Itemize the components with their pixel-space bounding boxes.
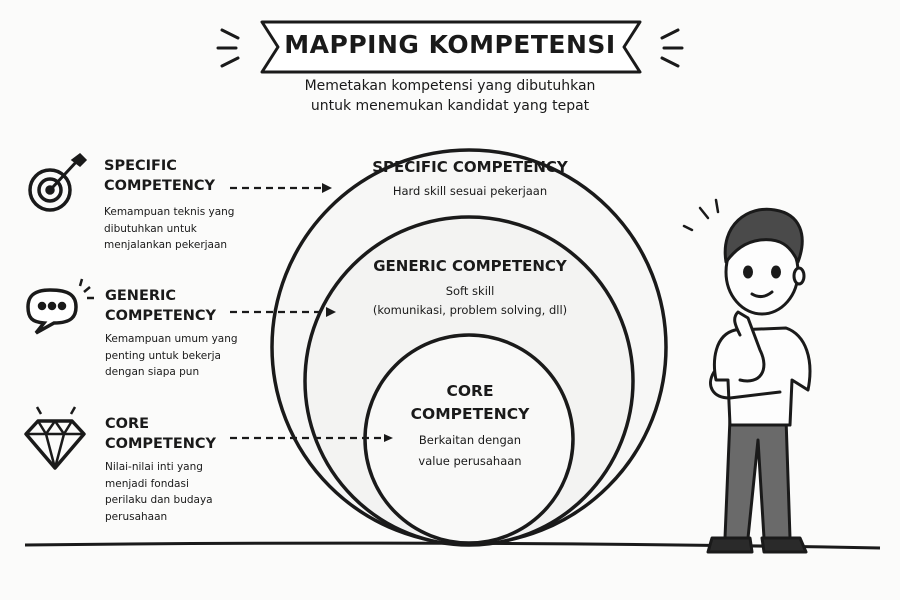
legend-desc-line: dibutuhkan untuk	[104, 222, 197, 235]
legend-title: COMPETENCY	[105, 308, 217, 324]
subtitle-line: untuk menemukan kandidat yang tepat	[310, 98, 590, 114]
generic-desc-line: (komunikasi, problem solving, dll)	[372, 303, 568, 317]
legend-item-core: CORE COMPETENCY Nilai-nilai inti yang me…	[105, 414, 216, 525]
arrowhead-generic	[326, 307, 336, 317]
diamond-icon	[24, 406, 86, 470]
legend-item-generic: GENERIC COMPETENCY Kemampuan umum yang p…	[105, 286, 238, 381]
page-title: MAPPING KOMPETENSI	[284, 30, 616, 59]
core-title-line: COMPETENCY	[410, 405, 530, 423]
legend-desc-line: perusahaan	[105, 510, 168, 523]
legend-desc-line: perilaku dan budaya	[105, 494, 213, 506]
legend-desc-line: penting untuk bekerja	[105, 349, 221, 362]
target-icon	[28, 153, 88, 212]
legend-desc-line: Kemampuan teknis yang	[104, 206, 235, 218]
legend-desc-line: Kemampuan umum yang	[105, 333, 238, 345]
legend-desc-line: dengan siapa pun	[105, 366, 200, 378]
thinking-person-illustration	[682, 198, 812, 554]
subtitle-line: Memetakan kompetensi yang dibutuhkan	[304, 78, 596, 94]
sparkle-lines-left	[216, 28, 240, 68]
core-title-line: CORE	[446, 382, 494, 400]
legend-desc-line: menjadi fondasi	[105, 477, 189, 490]
page-subtitle: Memetakan kompetensi yang dibutuhkan unt…	[250, 76, 650, 116]
legend-title: COMPETENCY	[105, 436, 217, 452]
chat-bubble-icon	[26, 278, 94, 335]
specific-circle-title: SPECIFIC COMPETENCY	[372, 158, 568, 176]
core-circle-title: CORE COMPETENCY	[380, 380, 560, 426]
legend-desc-line: Nilai-nilai inti yang	[105, 461, 203, 473]
sparkle-lines-right	[660, 28, 684, 68]
ground-line	[24, 541, 881, 550]
core-circle-desc: Berkaitan dengan value perusahaan	[380, 430, 560, 472]
generic-circle-title: GENERIC COMPETENCY	[373, 257, 567, 275]
legend-title: COMPETENCY	[104, 178, 216, 194]
generic-desc-line: Soft skill	[445, 284, 495, 298]
generic-circle-desc: Soft skill (komunikasi, problem solving,…	[340, 282, 600, 320]
legend-title: SPECIFIC	[104, 158, 177, 174]
title-banner	[260, 20, 642, 74]
specific-circle-desc: Hard skill sesuai pekerjaan	[392, 184, 548, 198]
arrowhead-core	[384, 434, 393, 442]
legend-title: CORE	[105, 416, 150, 432]
legend-item-specific: SPECIFIC COMPETENCY Kemampuan teknis yan…	[104, 156, 234, 254]
core-desc-line: value perusahaan	[418, 454, 522, 468]
core-desc-line: Berkaitan dengan	[418, 433, 522, 447]
legend-title: GENERIC	[105, 288, 177, 304]
legend-desc-line: menjalankan pekerjaan	[104, 239, 228, 251]
arrowhead-specific	[322, 183, 332, 193]
